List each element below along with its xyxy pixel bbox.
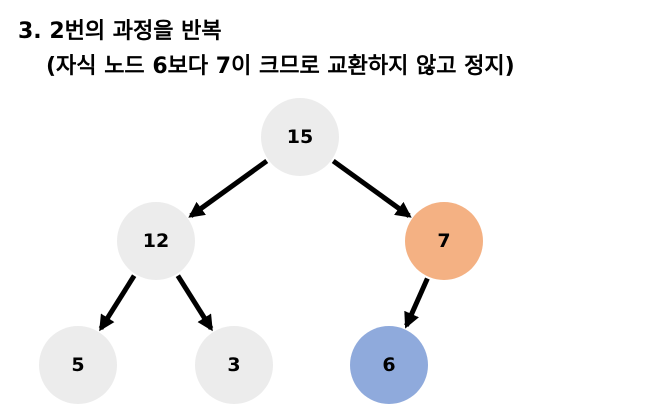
edge-12-to-5	[98, 274, 137, 332]
step-title: 3. 2번의 과정을 반복	[18, 19, 222, 44]
edge-7-to-6	[404, 277, 430, 329]
node-circle	[117, 202, 195, 280]
node-label: 6	[382, 354, 395, 376]
node-label: 15	[287, 126, 313, 148]
step-description: (자식 노드 6보다 7이 크므로 교환하지 않고 정지)	[46, 54, 515, 79]
tree-edges	[98, 158, 430, 332]
tree-node-3: 3	[195, 326, 273, 404]
node-label: 3	[227, 354, 240, 376]
node-circle	[195, 326, 273, 404]
tree-node-12: 12	[117, 202, 195, 280]
tree-node-15: 15	[261, 98, 339, 176]
edge-15-to-12	[188, 158, 269, 218]
node-circle	[350, 326, 428, 404]
edge-15-to-7	[331, 158, 412, 218]
node-circle	[39, 326, 117, 404]
tree-node-7: 7	[405, 202, 483, 280]
tree-node-5: 5	[39, 326, 117, 404]
tree-nodes: 15 12 7 5 3 6	[39, 98, 483, 404]
node-circle	[405, 202, 483, 280]
node-label: 12	[143, 230, 169, 252]
tree-node-6: 6	[350, 326, 428, 404]
edge-12-to-3	[175, 274, 214, 332]
node-label: 5	[71, 354, 84, 376]
node-circle	[261, 98, 339, 176]
node-label: 7	[437, 230, 450, 252]
